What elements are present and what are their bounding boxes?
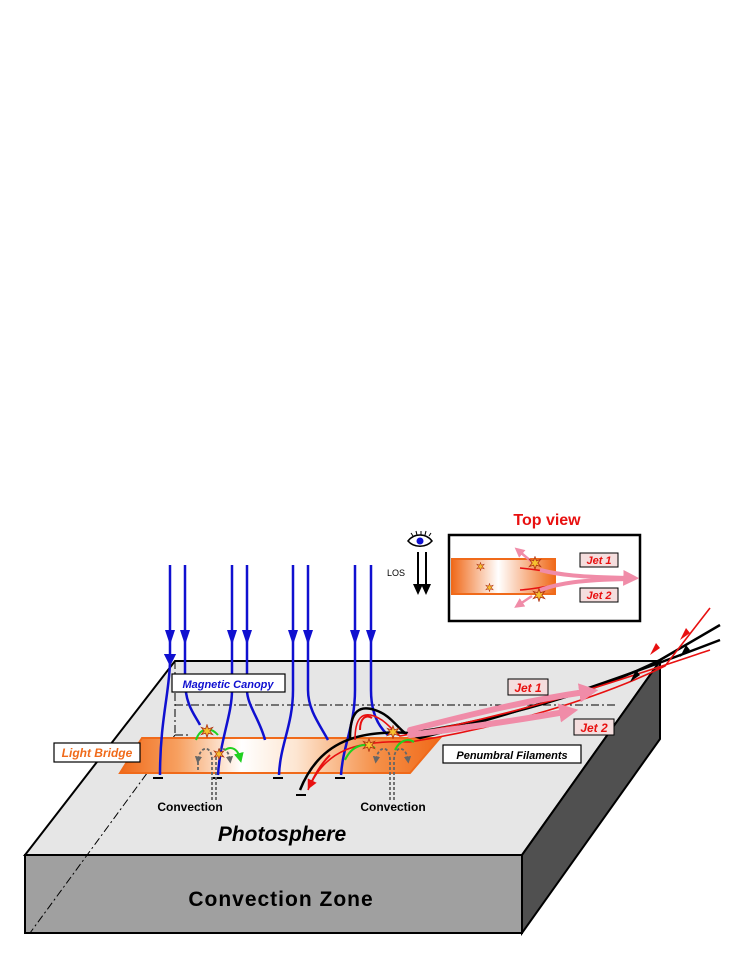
field-line-6: [306, 565, 330, 741]
light-bridge-label: Light Bridge: [53, 742, 141, 763]
magnetic-canopy-label: Magnetic Canopy: [171, 673, 286, 693]
hidden-edges: [29, 661, 615, 934]
photosphere-label: Photosphere: [218, 823, 347, 846]
convection-right-label: Convection: [360, 800, 425, 814]
jet2-main-text: Jet 2: [580, 721, 608, 735]
jet2-inset-text: Jet 2: [586, 590, 611, 602]
convection-zone-label: Convection Zone: [188, 888, 373, 911]
jet2-main-label: Jet 2: [573, 718, 615, 736]
magnetic-canopy-text: Magnetic Canopy: [182, 679, 274, 691]
light-bridge-text: Light Bridge: [62, 746, 133, 760]
jet2-inset-label: Jet 2: [579, 587, 619, 603]
penumbral-arrowheads: [630, 628, 690, 682]
footpoint-markers: [153, 777, 345, 796]
line-of-sight-indicator: LOS: [387, 530, 433, 595]
jet1-main-label: Jet 1: [507, 678, 549, 696]
red-loop-arrows: [307, 715, 373, 790]
penumbral-red-lines: [307, 607, 711, 791]
penumbral-filaments-text: Penumbral Filaments: [456, 750, 567, 762]
convection-cell-right: [372, 747, 412, 800]
jet1-inset-text: Jet 1: [586, 555, 611, 567]
jet1-main-text: Jet 1: [514, 681, 542, 695]
los-label: LOS: [387, 568, 405, 578]
field-line-arrowheads: [165, 630, 376, 645]
jet2-arrow: [407, 703, 579, 738]
top-view-title: Top view: [513, 512, 581, 529]
convection-left-label: Convection: [157, 800, 222, 814]
jet1-arrow: [407, 683, 599, 733]
top-view-inset: Top view Jet 1 Jet 2: [447, 512, 642, 623]
convection-cell-left: [194, 747, 234, 800]
jet-arrows: [407, 683, 599, 738]
field-line-5: [277, 565, 295, 776]
penumbral-filaments-label: Penumbral Filaments: [442, 744, 582, 764]
field-line-1: [158, 565, 177, 776]
eye-icon: [407, 530, 433, 547]
top-view-light-bridge: [451, 558, 556, 595]
jet1-inset-label: Jet 1: [579, 552, 619, 568]
